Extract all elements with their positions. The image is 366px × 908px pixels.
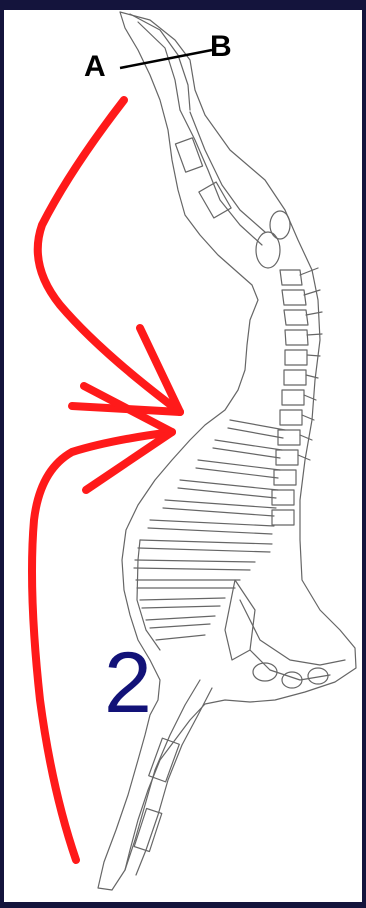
cut-point-a-label: A (84, 50, 106, 84)
section-number-label: 2 (104, 640, 152, 726)
cut-point-b-label: B (210, 30, 232, 64)
